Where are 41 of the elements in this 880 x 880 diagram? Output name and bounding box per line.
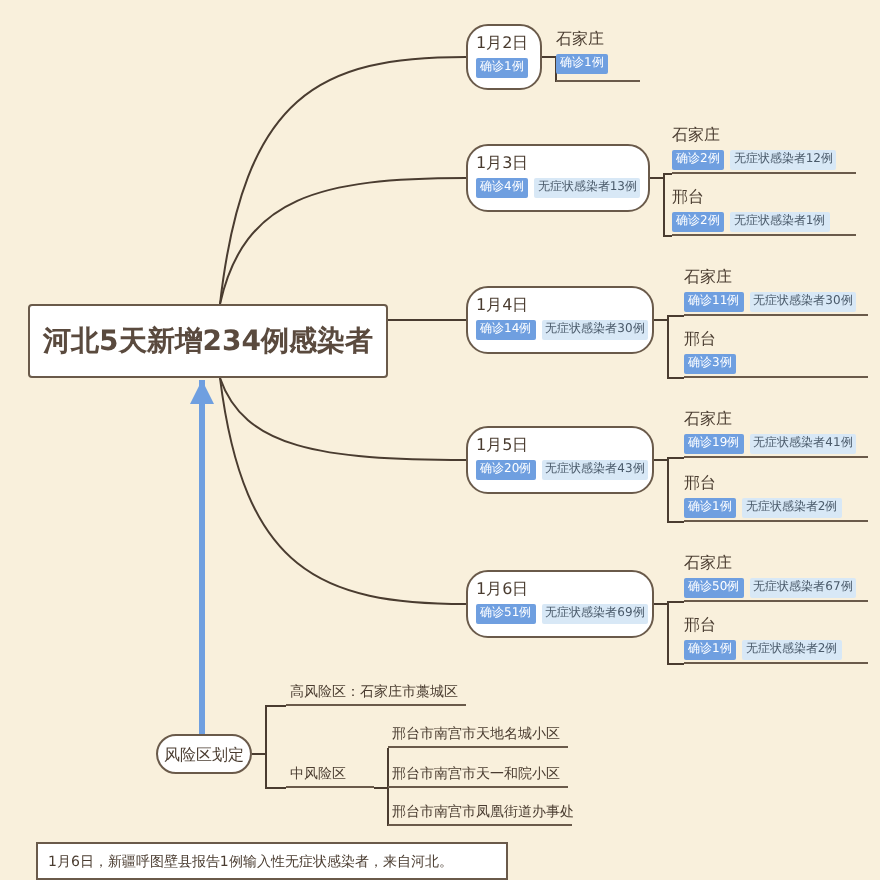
city-label: 邢台 xyxy=(684,472,718,494)
city-label: 石家庄 xyxy=(684,552,734,574)
city-label: 石家庄 xyxy=(672,124,722,146)
title-box: 河北5天新增234例感染者 xyxy=(28,304,388,378)
branch-topic xyxy=(684,328,868,378)
date-label: 1月5日 xyxy=(476,434,531,456)
branch-topic xyxy=(672,186,856,236)
date-box xyxy=(466,144,650,212)
date-box xyxy=(466,570,654,638)
branch-topic xyxy=(556,28,640,82)
date-label: 1月4日 xyxy=(476,294,531,316)
topic-box: 风险区划定 xyxy=(156,734,252,774)
city-label: 邢台 xyxy=(684,328,718,350)
city-label: 邢台 xyxy=(672,186,706,208)
connector-line xyxy=(653,603,685,665)
connector-line xyxy=(219,377,467,605)
connector-line xyxy=(387,319,467,321)
connector-line xyxy=(219,377,467,461)
branch-topic xyxy=(684,614,868,664)
date-label: 1月2日 xyxy=(476,32,531,54)
connector-line xyxy=(653,319,685,379)
branch-topic xyxy=(672,124,856,174)
connector-line xyxy=(219,177,467,305)
connector-line xyxy=(219,56,467,305)
date-box xyxy=(466,286,654,354)
city-label: 石家庄 xyxy=(556,28,606,50)
branch-topic xyxy=(684,266,868,316)
city-label: 石家庄 xyxy=(684,408,734,430)
date-label: 1月3日 xyxy=(476,152,531,174)
branch-topic xyxy=(684,552,868,602)
date-label: 1月6日 xyxy=(476,578,531,600)
date-box xyxy=(466,426,654,494)
city-label: 邢台 xyxy=(684,614,718,636)
branch-topic xyxy=(684,472,868,522)
city-label: 石家庄 xyxy=(684,266,734,288)
connector-line xyxy=(373,787,389,827)
connector-line xyxy=(541,56,557,83)
arrow xyxy=(190,380,214,734)
date-box xyxy=(466,24,542,90)
connector-line xyxy=(653,459,685,523)
branch-topic xyxy=(684,408,868,458)
